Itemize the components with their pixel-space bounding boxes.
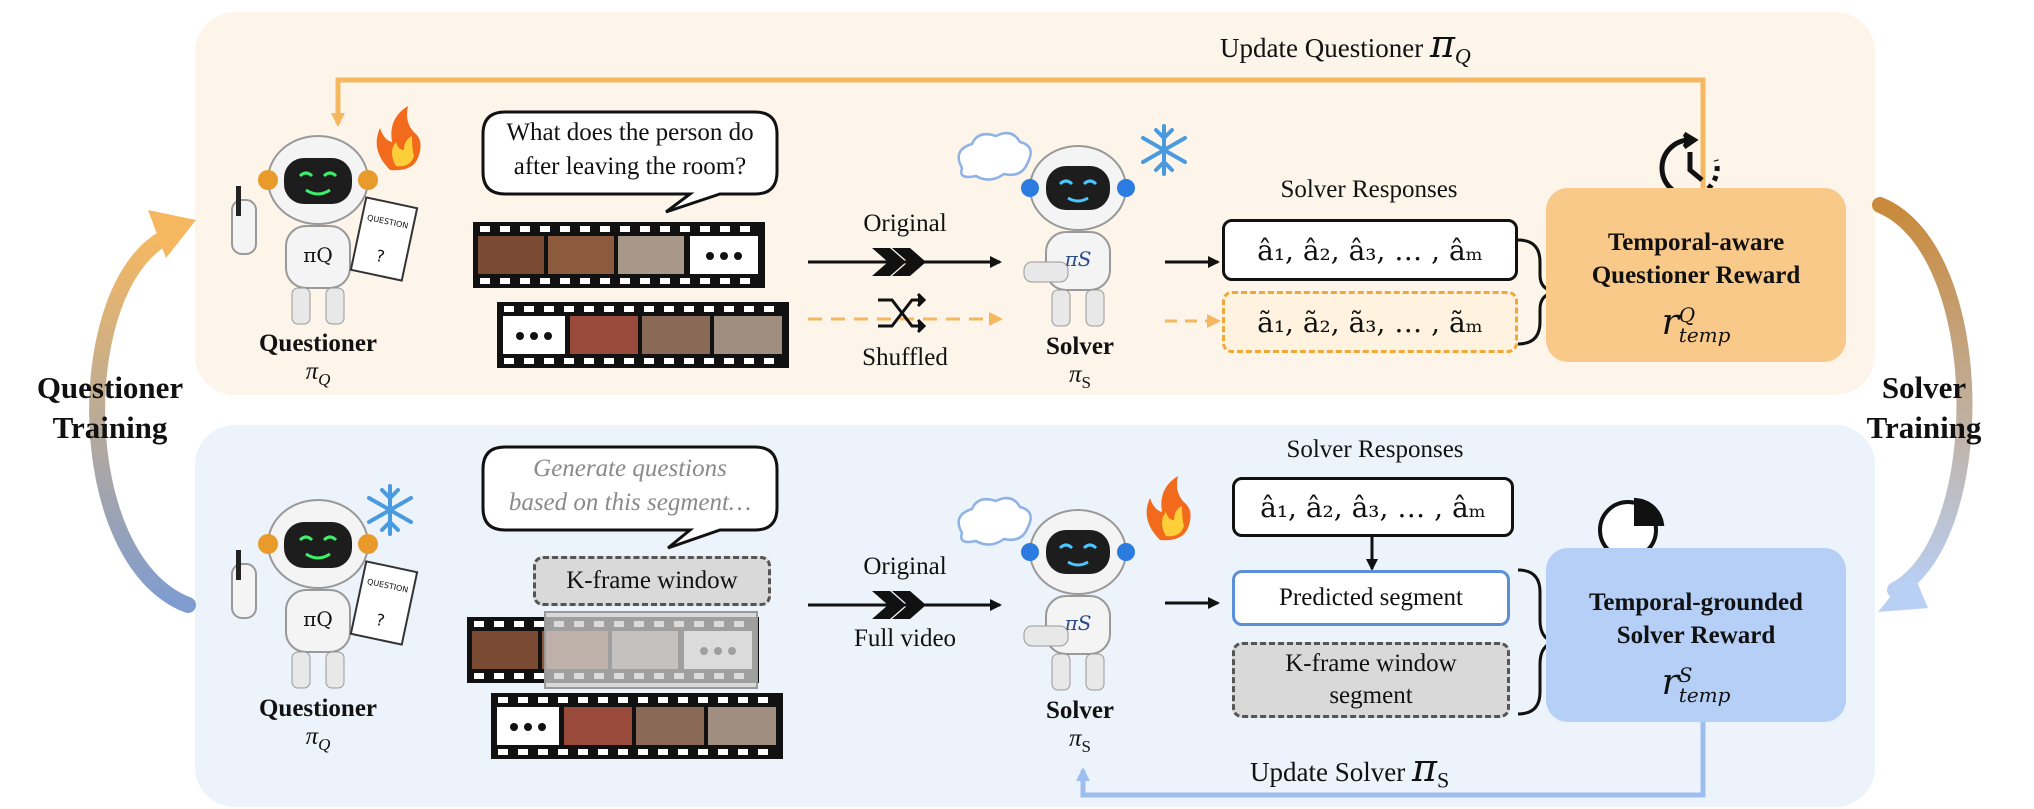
snowflake-icon-bottom	[367, 484, 413, 536]
svg-text:?: ?	[374, 246, 386, 266]
solver-training-label: Solver Training	[1866, 370, 1982, 445]
video-filmstrip-full-bottom-2	[491, 693, 783, 759]
solver-responses-title-top: Solver Responses	[1280, 176, 1458, 203]
questioner-training-label: Questioner Training	[36, 370, 184, 445]
full-video-label: Full video	[853, 625, 957, 652]
questioner-robot-bottom: πQ QUESTION ?	[231, 499, 419, 689]
solver-label-bottom: Solver πS	[1045, 697, 1115, 756]
solver-responses-title-bottom: Solver Responses	[1286, 436, 1464, 463]
fire-icon-bottom	[1146, 476, 1191, 541]
shuffle-icon	[878, 292, 927, 334]
solver-robot-bottom: πS	[1021, 509, 1135, 691]
questioner-label-top: Questioner πQ	[258, 330, 378, 389]
fire-icon-top	[376, 106, 421, 171]
shuffled-label: Shuffled	[862, 344, 948, 371]
kframe-window-overlay	[544, 611, 758, 689]
clock-icon	[1659, 131, 1720, 199]
svg-text:πS: πS	[1064, 611, 1092, 635]
video-filmstrip-original	[473, 222, 765, 288]
video-filmstrip-shuffled	[497, 302, 789, 368]
fast-forward-icon-bottom	[872, 591, 926, 619]
svg-text:πS: πS	[1064, 247, 1092, 271]
speech-bubble-bottom	[481, 445, 779, 550]
solver-responses-shuffled: ã₁, ã₂, ã₃, … , ãₘ	[1222, 291, 1518, 353]
solver-responses-bottom: â₁, â₂, â₃, … , âₘ	[1232, 477, 1514, 537]
update-questioner-arrow	[331, 77, 1706, 188]
right-training-cycle-arrow	[1872, 197, 1973, 598]
solver-robot-top: πS	[1021, 145, 1135, 327]
solver-label-top: Solver πS	[1045, 333, 1115, 392]
kframe-window-tag: K-frame window	[533, 556, 771, 606]
snowflake-icon-top	[1141, 124, 1187, 176]
kframe-window-segment-box: K-frame window segment	[1232, 642, 1510, 718]
robot-badge-text: πQ	[303, 243, 333, 267]
predicted-segment-box: Predicted segment	[1232, 570, 1510, 626]
original-label-top: Original	[863, 210, 947, 237]
questioner-robot-top: πQ QUESTION ?	[231, 135, 419, 325]
svg-text:?: ?	[374, 610, 386, 630]
original-label-bottom: Original	[863, 553, 947, 580]
update-solver-arrow	[1076, 720, 1706, 798]
solver-responses-original: â₁, â₂, â₃, … , âₘ	[1222, 219, 1518, 281]
update-solver-label: Update Solver πS	[1250, 746, 1450, 793]
questioner-label-bottom: Questioner πQ	[258, 695, 378, 754]
top-question-text: What does the person do after leaving th…	[506, 119, 754, 180]
left-training-cycle-arrow	[89, 227, 196, 613]
pie-chart-icon	[1598, 497, 1665, 560]
bottom-prompt-text: Generate questions based on this segment…	[508, 455, 752, 516]
speech-bubble-top	[481, 110, 779, 214]
svg-text:πQ: πQ	[303, 607, 333, 631]
update-questioner-label: Update Questioner πQ	[1220, 22, 1471, 69]
fast-forward-icon	[872, 248, 926, 276]
